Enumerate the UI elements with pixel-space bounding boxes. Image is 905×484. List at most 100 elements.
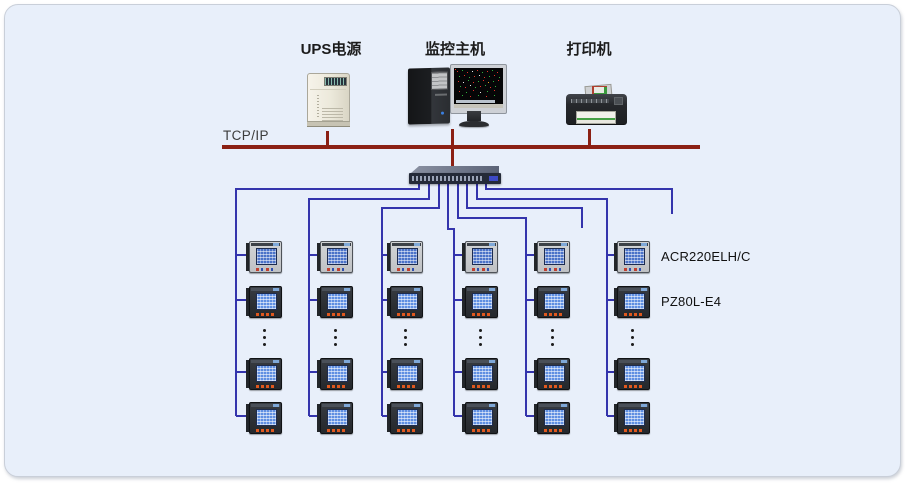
meter-side-shadow bbox=[317, 360, 321, 388]
meter-top-cap bbox=[251, 243, 280, 246]
meter-buttons bbox=[256, 268, 275, 271]
tower-power-led bbox=[441, 111, 444, 115]
meter-lcd-display bbox=[327, 365, 348, 382]
meter-top-cap bbox=[539, 288, 568, 291]
ups-base bbox=[307, 121, 350, 127]
meter-top-cap bbox=[392, 288, 421, 291]
more-meters-ellipsis bbox=[631, 329, 634, 350]
meter-pz80l-icon bbox=[614, 358, 650, 390]
meter-buttons bbox=[327, 385, 346, 388]
ellipsis-dot bbox=[479, 336, 482, 339]
meter-side-shadow bbox=[246, 404, 250, 432]
meter-lcd-display bbox=[397, 248, 418, 265]
meter-lcd-display bbox=[624, 409, 645, 426]
meter-top-cap bbox=[322, 404, 351, 407]
host-label: 监控主机 bbox=[424, 41, 486, 58]
screen-window-band bbox=[456, 100, 495, 103]
more-meters-ellipsis bbox=[404, 329, 407, 350]
monitoring-host-icon bbox=[405, 62, 507, 134]
meter-pz80l-icon bbox=[534, 286, 570, 318]
meter-acr220elh-icon bbox=[317, 241, 353, 273]
meter-pz80l-icon bbox=[462, 286, 498, 318]
meter-label-glint bbox=[273, 243, 279, 246]
meter-top-cap bbox=[392, 243, 421, 246]
monitor-stand-neck bbox=[467, 111, 481, 121]
meter-side-shadow bbox=[387, 243, 391, 271]
more-meters-ellipsis bbox=[551, 329, 554, 350]
meter-buttons bbox=[256, 313, 275, 316]
meter-label-glint bbox=[273, 404, 279, 407]
meter-buttons bbox=[544, 429, 563, 432]
meter-lcd-display bbox=[256, 409, 277, 426]
ups-vent-column bbox=[317, 95, 319, 117]
meter-acr220elh-icon bbox=[246, 241, 282, 273]
meter-side-shadow bbox=[462, 404, 466, 432]
meter-label-glint bbox=[414, 404, 420, 407]
ellipsis-dot bbox=[334, 329, 337, 332]
meter-side-shadow bbox=[246, 288, 250, 316]
switch-ports bbox=[412, 176, 484, 181]
meter-buttons bbox=[472, 429, 491, 432]
meter-top-cap bbox=[619, 243, 648, 246]
meter-label-glint bbox=[641, 360, 647, 363]
meter-buttons bbox=[472, 313, 491, 316]
meter-label-glint bbox=[273, 288, 279, 291]
ellipsis-dot bbox=[263, 343, 266, 346]
more-meters-ellipsis bbox=[334, 329, 337, 350]
meter-top-cap bbox=[251, 404, 280, 407]
ellipsis-dot bbox=[479, 343, 482, 346]
meter-pz80l-icon bbox=[614, 286, 650, 318]
meter-lcd-display bbox=[624, 293, 645, 310]
meter-lcd-display bbox=[472, 293, 493, 310]
meter-side-shadow bbox=[317, 243, 321, 271]
meter-label-glint bbox=[344, 404, 350, 407]
meter-label-glint bbox=[561, 360, 567, 363]
more-meters-ellipsis bbox=[263, 329, 266, 350]
ups-device-icon bbox=[307, 73, 350, 127]
meter-lcd-display bbox=[624, 248, 645, 265]
meter-side-shadow bbox=[317, 288, 321, 316]
printer-device-icon bbox=[566, 83, 627, 126]
meter-label-glint bbox=[414, 360, 420, 363]
meter-model-label-pz80: PZ80L-E4 bbox=[661, 294, 722, 309]
meter-side-shadow bbox=[387, 288, 391, 316]
host-tower bbox=[408, 67, 450, 125]
meter-buttons bbox=[327, 313, 346, 316]
meter-label-glint bbox=[561, 243, 567, 246]
meter-top-cap bbox=[619, 288, 648, 291]
meter-lcd-display bbox=[397, 293, 418, 310]
meter-model-label-acr220: ACR220ELH/C bbox=[661, 249, 751, 264]
meter-lcd-display bbox=[327, 293, 348, 310]
ellipsis-dot bbox=[334, 336, 337, 339]
meter-side-shadow bbox=[462, 243, 466, 271]
meter-lcd-display bbox=[327, 409, 348, 426]
meter-buttons bbox=[624, 385, 643, 388]
meter-label-glint bbox=[344, 243, 350, 246]
ellipsis-dot bbox=[631, 329, 634, 332]
meter-lcd-display bbox=[472, 248, 493, 265]
printer-control-panel bbox=[571, 99, 609, 103]
switch-front-face bbox=[409, 173, 501, 184]
ellipsis-dot bbox=[551, 329, 554, 332]
ups-vent-slats bbox=[322, 107, 343, 121]
meter-top-cap bbox=[467, 360, 496, 363]
meter-side-shadow bbox=[246, 360, 250, 388]
meter-side-shadow bbox=[614, 404, 618, 432]
meter-pz80l-icon bbox=[462, 358, 498, 390]
meter-top-cap bbox=[392, 404, 421, 407]
meter-top-cap bbox=[539, 243, 568, 246]
meter-label-glint bbox=[344, 360, 350, 363]
network-switch-icon bbox=[409, 166, 501, 184]
meter-acr220elh-icon bbox=[462, 241, 498, 273]
tcpip-bus-line bbox=[222, 145, 700, 149]
tcpip-label: TCP/IP bbox=[223, 128, 269, 143]
printer-button bbox=[614, 97, 623, 105]
meter-pz80l-icon bbox=[387, 402, 423, 434]
meter-side-shadow bbox=[614, 288, 618, 316]
meter-pz80l-icon bbox=[614, 402, 650, 434]
meter-lcd-display bbox=[472, 409, 493, 426]
meter-top-cap bbox=[619, 360, 648, 363]
monitor-stand-base bbox=[459, 121, 489, 127]
meter-side-shadow bbox=[246, 243, 250, 271]
